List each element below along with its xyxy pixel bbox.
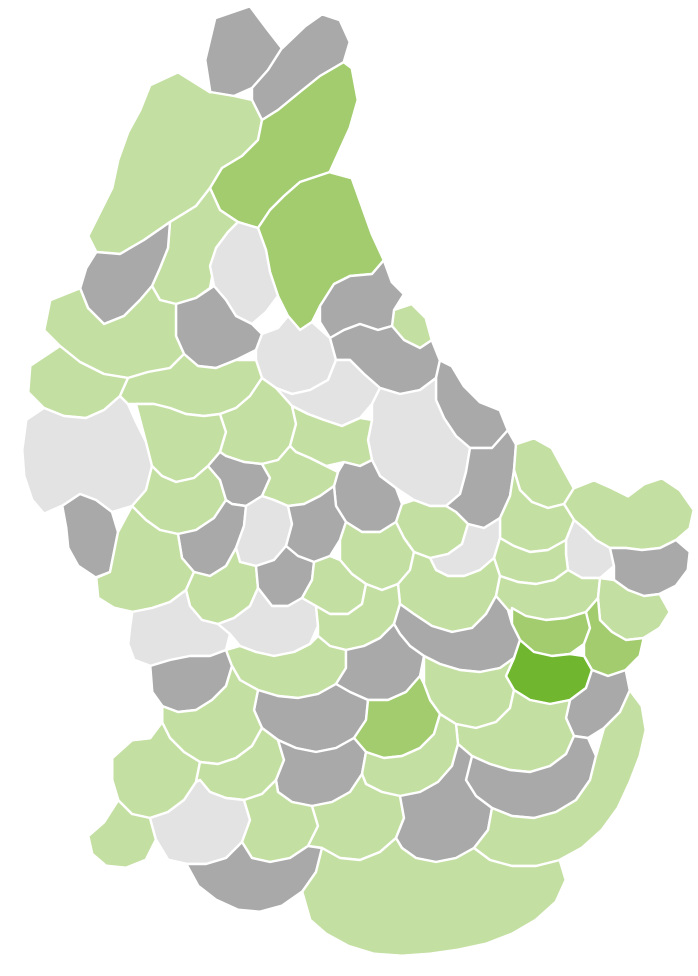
municipality-layer bbox=[20, 4, 696, 958]
